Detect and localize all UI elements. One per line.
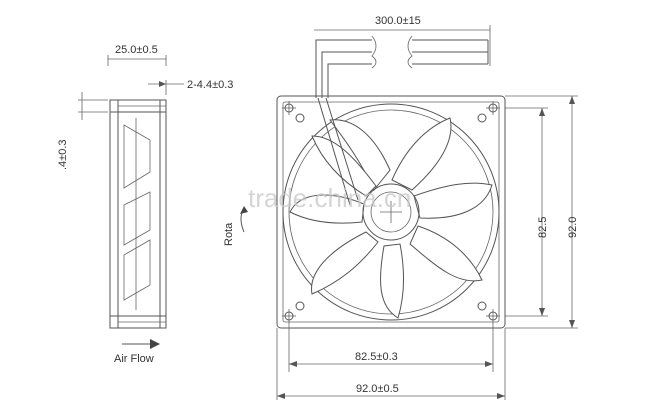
cable-length-label: 300.0±15: [375, 15, 421, 27]
mounting-holes: [282, 101, 500, 323]
front-view: 300.0±15: [223, 15, 579, 400]
side-body: [109, 99, 167, 329]
rotation-label: Rota: [223, 222, 235, 246]
overall-height-label: 92.0: [567, 217, 579, 238]
fan-blades: [289, 117, 493, 319]
fan-frame: [276, 95, 506, 329]
side-hole-label: 2-4.4±0.3: [187, 79, 233, 91]
side-view: 25.0±0.5 2-4.4±0.3 .4±0.3 Air Flow: [57, 44, 233, 365]
side-width-label: 25.0±0.5: [115, 44, 158, 56]
air-flow-label: Air Flow: [114, 353, 154, 365]
hole-spacing-h-label: 82.5±0.3: [355, 351, 398, 363]
overall-width-label: 92.0±0.5: [356, 383, 399, 395]
side-vertical-label: .4±0.3: [57, 139, 69, 170]
fan-ring: [282, 103, 500, 321]
watermark: trade.china.cn: [248, 183, 411, 213]
air-flow-arrow-icon: [150, 339, 160, 349]
hole-spacing-v-label: 82.5: [537, 217, 549, 238]
fan-hub: [362, 183, 420, 241]
